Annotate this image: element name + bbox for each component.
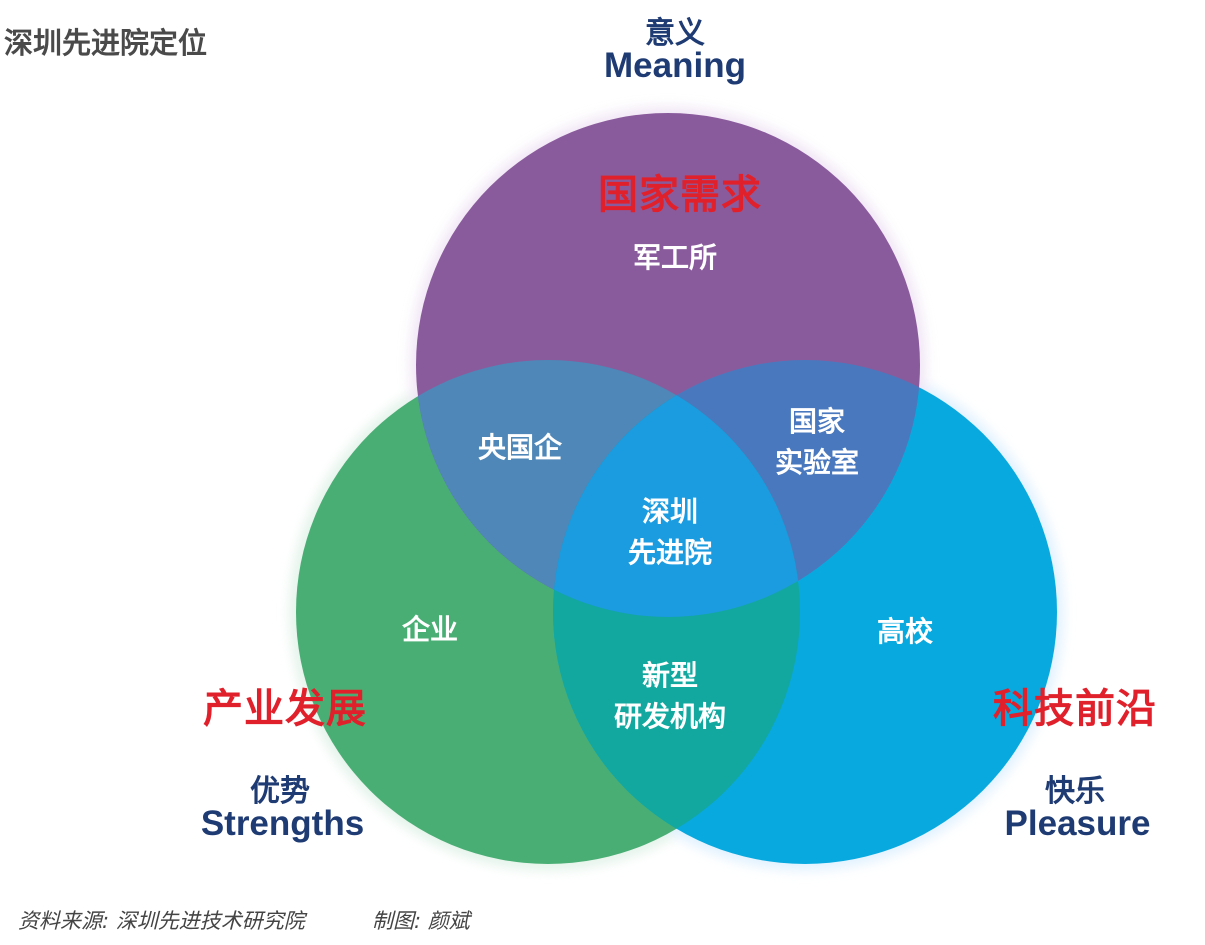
overlap-top-left-label: 央国企	[477, 431, 562, 464]
overlap-left-right-label: 新型研发机构	[613, 659, 726, 733]
circle-top-title: 国家需求	[598, 172, 762, 218]
footer-credit: 制图: 颜斌	[372, 909, 470, 933]
circle-left-title: 产业发展	[203, 686, 367, 732]
axis-left-en: Strengths	[200, 804, 365, 843]
axis-top-en: Meaning	[604, 46, 746, 85]
overlap-top-right-label: 国家实验室	[774, 405, 859, 479]
circle-left-inner: 企业	[401, 613, 458, 646]
axis-left-cn: 优势	[250, 774, 310, 809]
axis-right-en: Pleasure	[1004, 804, 1151, 843]
circle-right-inner: 高校	[876, 615, 933, 648]
axis-right-cn: 快乐	[1045, 774, 1105, 809]
overlap-center-label: 深圳先进院	[627, 495, 712, 569]
circle-right-title: 科技前沿	[993, 686, 1157, 732]
footer-source: 资料来源: 深圳先进技术研究院	[18, 909, 305, 933]
axis-top-cn: 意义	[645, 16, 705, 51]
page-title: 深圳先进院定位	[4, 26, 208, 60]
circle-top-inner: 军工所	[632, 241, 717, 274]
overlap-center	[553, 360, 800, 617]
